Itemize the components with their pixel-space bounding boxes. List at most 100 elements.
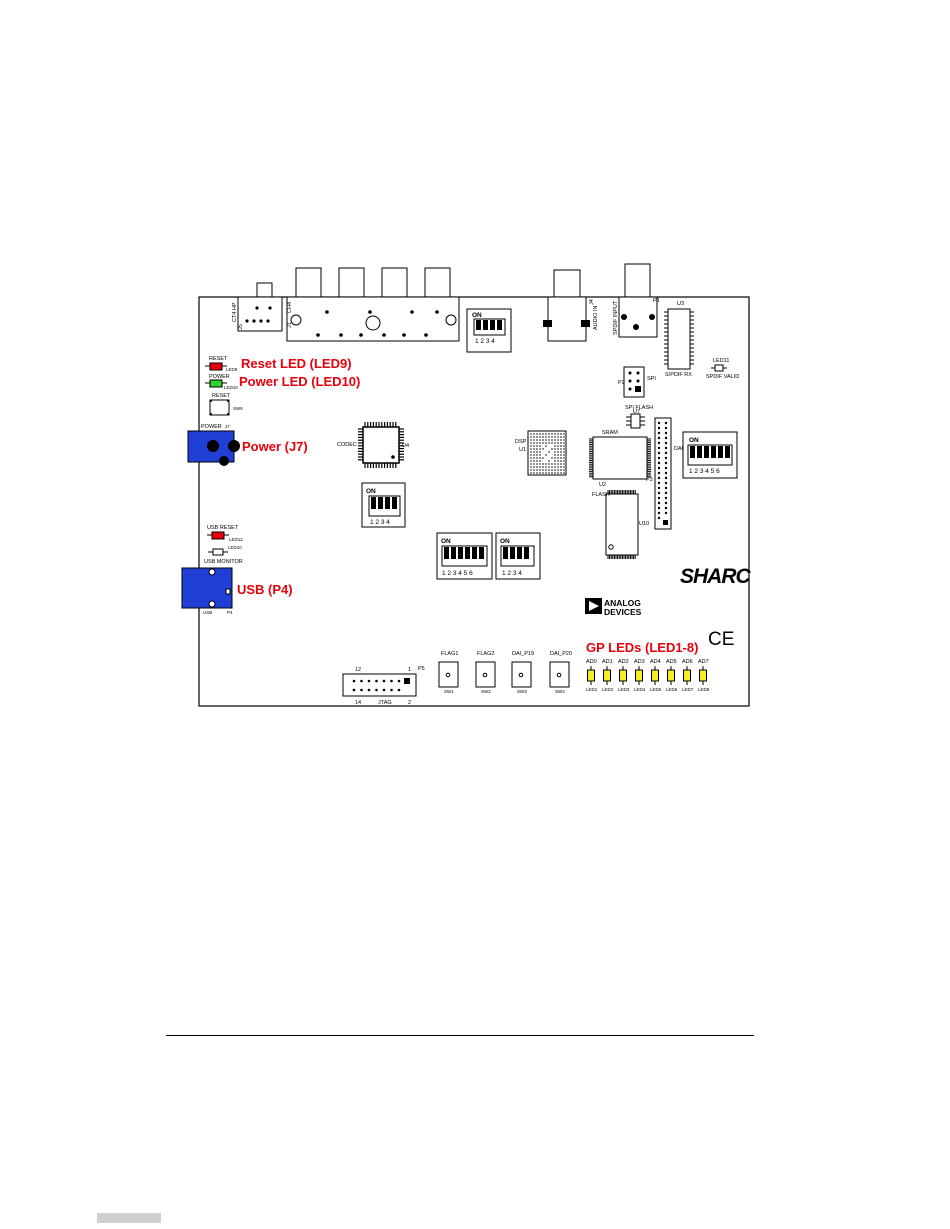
led11-label: LED11	[713, 358, 729, 364]
j7-silk: J7	[225, 424, 230, 429]
dip-dai-on-label: ON	[689, 437, 699, 444]
reset-button-silk: RESET	[212, 393, 231, 399]
u4-label: U4	[402, 443, 409, 449]
dip-codec-numbers: 1 2 3 4	[370, 519, 390, 526]
usb-silk: USB	[203, 610, 212, 615]
gp-led-body	[651, 669, 659, 682]
ct4-label: CT4 HP	[232, 302, 238, 322]
spdif-rx-chip: U3 S/PDIF RX	[664, 301, 694, 378]
dip-switch-dai: ON 1 2 3 4 5 6	[682, 431, 738, 479]
p1-label: P1	[653, 298, 660, 304]
dai-p20-silk: DAI_P20	[550, 651, 572, 657]
spdif-rx-label: S/PDIF RX	[665, 372, 692, 378]
flag1-button: FLAG1 SW1	[438, 651, 459, 694]
usb-monitor-silk: USB MONITOR	[204, 559, 243, 565]
gp-led-bottom-label: LED3	[618, 687, 630, 692]
dip-dai-numbers: 1 2 3 4 5 6	[689, 468, 720, 475]
audio-in-label: AUDIO IN	[593, 306, 599, 330]
codec-label: CODEC	[337, 442, 357, 448]
p2-label: P2	[618, 380, 625, 386]
flash-chip: FLASH U10	[592, 490, 649, 559]
dai-header: DAI P3	[646, 417, 684, 530]
sharc-logo: SHARC	[680, 565, 752, 588]
footer-tab	[97, 1213, 161, 1223]
u7-label: U7	[633, 409, 640, 415]
gp-led-top-label: AD0	[586, 659, 597, 665]
ch4-label: CH4	[287, 302, 293, 313]
flag2-button: FLAG2 SW2	[475, 651, 496, 694]
p4-silk: P4	[227, 610, 233, 615]
dip6-numbers: 1 2 3 4 5 6	[442, 570, 473, 577]
flag1-silk: FLAG1	[441, 651, 458, 657]
flash-label: FLASH	[592, 492, 610, 498]
j5-label: J5	[238, 324, 244, 330]
reset-led-callout: Reset LED (LED9)	[241, 356, 352, 371]
dip-switch-6pos: ON 1 2 3 4 5 6	[436, 532, 493, 580]
jtag-pin2: 2	[408, 700, 411, 706]
j4-label: J4	[589, 299, 595, 305]
analog-devices-logo: ANALOG DEVICES	[585, 598, 642, 617]
analog-text: ANALOG	[604, 598, 641, 608]
gp-led-bottom-label: LED8	[698, 687, 710, 692]
dip6-on-label: ON	[441, 538, 451, 545]
gp-led-body	[603, 669, 611, 682]
spdif-valid-led: LED11 SPDIF VALID	[706, 358, 739, 380]
dip4-numbers: 1 2 3 4	[502, 570, 522, 577]
dip-codec-on-label: ON	[366, 488, 376, 495]
usb-monitor-led: LED10 USB MONITOR	[204, 545, 243, 565]
top-edge-connectors	[256, 263, 651, 298]
gp-led-body	[667, 669, 675, 682]
jtag-label: JTAG	[378, 700, 392, 706]
reset-led: RESET LED9	[205, 356, 238, 372]
devices-text: DEVICES	[604, 607, 642, 617]
u2-label: U2	[599, 482, 606, 488]
power-led-callout: Power LED (LED10)	[239, 374, 360, 389]
gp-led-body	[587, 669, 595, 682]
spi-flash-chip: SPI FLASH U7	[625, 405, 653, 429]
gp-led-body	[619, 669, 627, 682]
dip1-numbers: 1 2 3 4	[475, 338, 495, 345]
dai-p19-silk: DAI_P19	[512, 651, 534, 657]
audio-in-jack: AUDIO IN J4	[543, 296, 599, 342]
jtag-pin14: 14	[355, 700, 361, 706]
dsp-label: DSP	[515, 439, 527, 445]
spdif-valid-label: SPDIF VALID	[706, 374, 739, 380]
gp-led-top-label: AD3	[634, 659, 645, 665]
sw4-silk: SW4	[555, 689, 565, 694]
spi-flash-label: SPI FLASH	[625, 405, 653, 411]
usb-reset-led: USB RESET LED12	[207, 525, 243, 542]
usb-reset-silk: USB RESET	[207, 525, 239, 531]
spdif-input-label: SPDIF INPUT	[613, 300, 619, 335]
spi-label: SPI	[647, 376, 656, 382]
dip1-on-label: ON	[472, 312, 482, 319]
reset-led-silk: RESET	[209, 356, 228, 362]
codec-chip: CODEC U4	[337, 422, 409, 468]
jtag-pin12: 12	[355, 667, 361, 673]
u10-label: U10	[639, 521, 649, 527]
gp-led-bottom-label: LED2	[602, 687, 614, 692]
gp-led-top-label: AD6	[682, 659, 693, 665]
j1-label: J1	[287, 322, 293, 328]
power-jack: POWER J7	[187, 424, 240, 466]
sw2-silk: SW2	[481, 689, 491, 694]
gp-led-body	[699, 669, 707, 682]
sram-label: SRAM	[602, 430, 618, 436]
dai-p20-button: DAI_P20 SW4	[549, 651, 572, 694]
gp-led-top-label: AD1	[602, 659, 613, 665]
p3-label: P3	[646, 477, 653, 483]
gp-led-top-label: AD5	[666, 659, 677, 665]
gp-led-body	[683, 669, 691, 682]
sram-chip: SRAM U2	[589, 430, 651, 488]
power-jack-callout: Power (J7)	[242, 439, 308, 454]
dip4-on-label: ON	[500, 538, 510, 545]
gp-led-top-label: AD4	[650, 659, 661, 665]
power-led-silk: POWER	[209, 374, 230, 380]
gp-led-bottom-label: LED1	[586, 687, 598, 692]
gp-led-bottom-label: LED5	[650, 687, 662, 692]
